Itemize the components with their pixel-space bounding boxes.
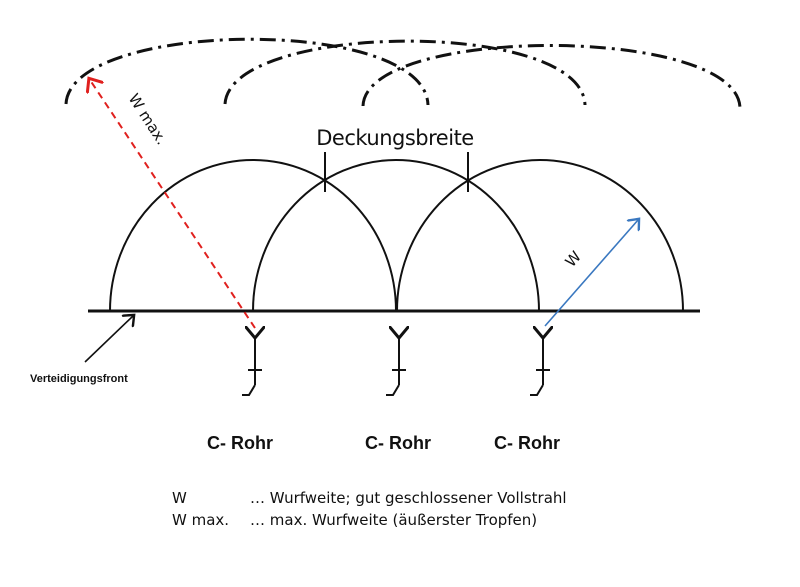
w-arrow (544, 220, 638, 327)
legend-key: W max. (172, 511, 230, 529)
legend-row-w: W … Wurfweite; gut geschlossener Vollstra… (172, 489, 567, 507)
coverage-arc-2 (252, 159, 540, 312)
pipe-icon-2 (386, 336, 406, 396)
legend-row-w-max: W max. … max. Wurfweite (äußerster Tropfe… (172, 511, 537, 529)
legend-key: W (172, 489, 187, 507)
legend-text: … max. Wurfweite (äußerster Tropfen) (250, 511, 538, 529)
coverage-width-label: Deckungsbreite (316, 126, 473, 150)
pipe-label-2: C- Rohr (365, 433, 431, 453)
w-max-label: W max. (125, 90, 171, 148)
max-range-arc-2 (223, 39, 587, 106)
pipe-icon-3 (530, 336, 550, 396)
w-label: W (562, 247, 585, 270)
max-range-arc-1 (64, 37, 430, 106)
coverage-arc-1 (109, 159, 397, 312)
pipe-icon-1 (242, 336, 262, 396)
max-range-arc-3 (361, 44, 742, 109)
legend-text: … Wurfweite; gut geschlossener Vollstrah… (250, 489, 567, 507)
pipe-label-1: C- Rohr (207, 433, 273, 453)
pipe-label-3: C- Rohr (494, 433, 560, 453)
front-pointer-arrow (84, 316, 133, 363)
coverage-arc-3 (396, 159, 684, 312)
w-max-arrow (90, 80, 256, 329)
defense-front-label: Verteidigungsfront (30, 373, 128, 385)
